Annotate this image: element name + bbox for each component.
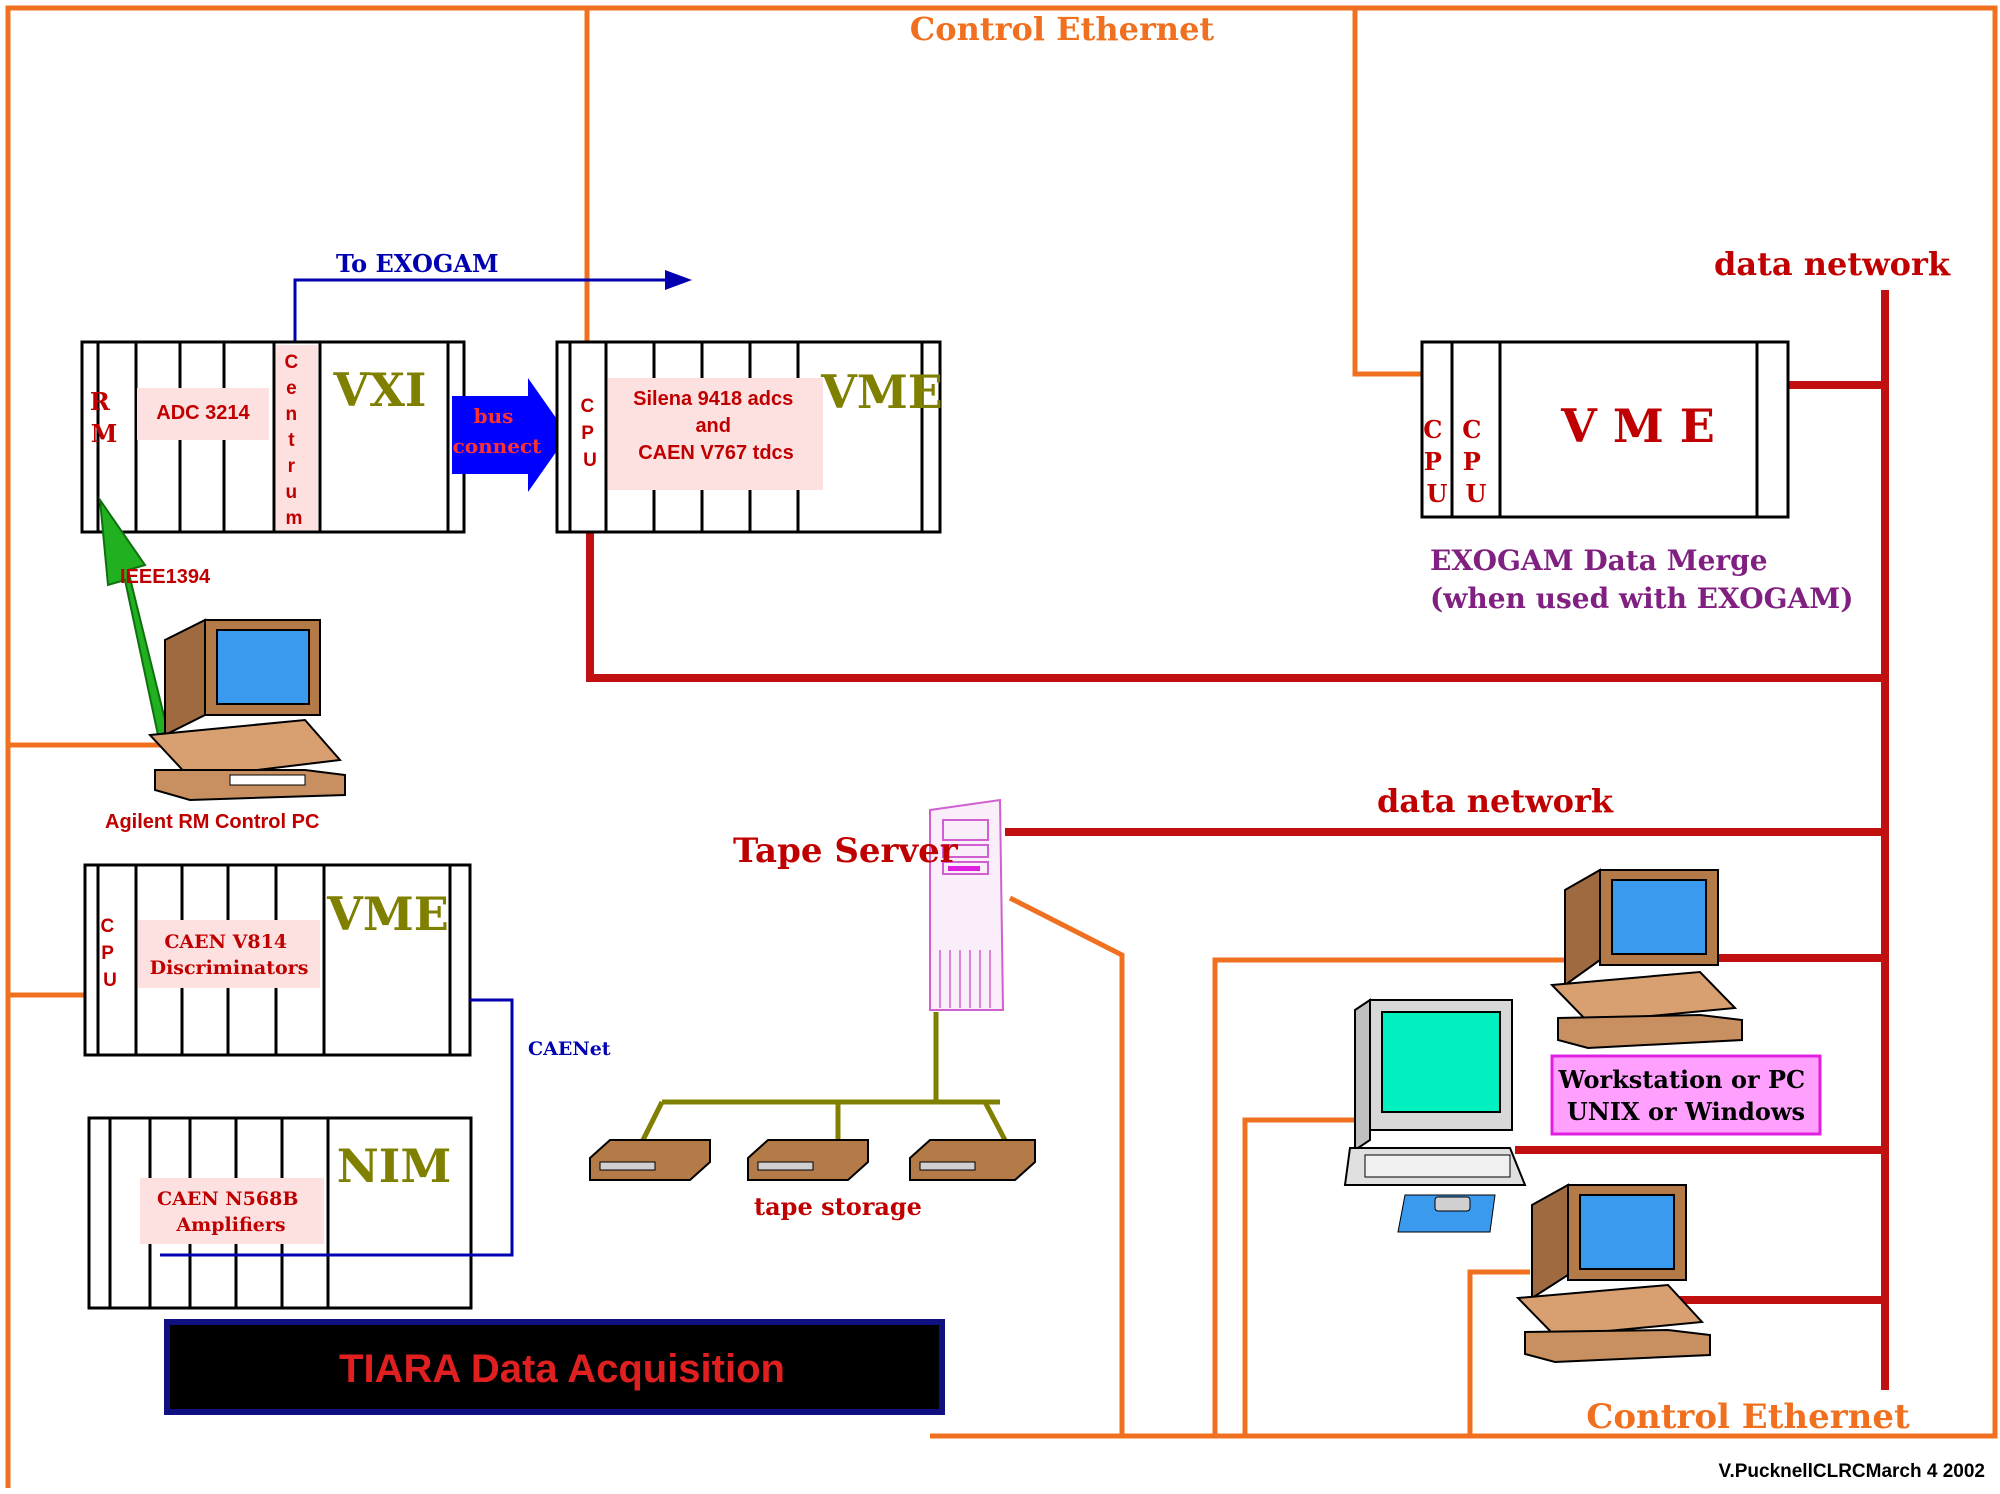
exogam-merge-label: EXOGAM Data Merge (when used with EXOGAM… <box>1430 544 1854 615</box>
workstation-label: Workstation or PC UNIX or Windows <box>1558 1065 1814 1126</box>
vme-merge-crate-name: V M E <box>1560 399 1715 453</box>
tape-storage-label: tape storage <box>754 1192 922 1221</box>
centrum-label: C e n t r u m <box>284 352 303 529</box>
connect-label: connect <box>453 434 543 458</box>
control-ethernet-lines <box>5 5 1998 1488</box>
rm-label: R M <box>90 387 118 448</box>
vme-crate-lower: CAEN V814 Discriminators C P U VME <box>83 863 472 1057</box>
workstation-2-icon <box>1343 998 1527 1233</box>
vme-top-crate-name: VME <box>820 365 943 419</box>
svg-text:bus connect: bus connect <box>453 404 543 458</box>
adc-3214-label: ADC 3214 <box>156 402 250 424</box>
vme-crate-top: Silena 9418 adcs and CAEN V767 tdcs C P … <box>555 340 943 534</box>
ieee1394-label: IEEE1394 <box>120 566 211 588</box>
agilent-pc-icon <box>147 618 346 802</box>
ieee1394-arrow: IEEE1394 <box>98 496 211 737</box>
merge-cpu1-label: C P U <box>1423 415 1450 508</box>
control-ethernet-bottom-label: Control Ethernet <box>1586 1397 1910 1437</box>
tape-drive-3-icon <box>909 1139 1036 1181</box>
tape-drive-1-icon <box>589 1139 711 1181</box>
vme-top-cpu-label: C P U <box>580 396 599 471</box>
vme-lower-crate-name: VME <box>326 887 449 941</box>
vme-merge-crate: C P U C P U V M E <box>1420 340 1790 519</box>
merge-cpu2-label: C P U <box>1462 415 1489 508</box>
title-box: TIARA Data Acquisition <box>164 1319 945 1415</box>
bus-label: bus <box>474 404 514 428</box>
caen-n568b-label: CAEN N568B Amplifiers <box>157 1188 305 1236</box>
data-network-right-label: data network <box>1714 245 1951 283</box>
nim-crate-name: NIM <box>337 1139 451 1193</box>
to-exogam-label: To EXOGAM <box>336 249 499 278</box>
caenet-label: CAENet <box>528 1038 611 1060</box>
bus-connect-arrow: bus connect <box>452 378 568 492</box>
title-text: TIARA Data Acquisition <box>339 1347 785 1391</box>
vxi-crate: ADC 3214 C e n t r u m R M VXI <box>80 340 466 534</box>
workstation-3-icon <box>1515 1183 1711 1364</box>
tape-storage-bus <box>639 1012 1008 1144</box>
tape-server-label: Tape Server <box>733 831 959 871</box>
control-ethernet-top-label: Control Ethernet <box>910 10 1215 48</box>
tape-server-icon <box>929 798 1005 1011</box>
agilent-pc-label: Agilent RM Control PC <box>105 811 319 833</box>
vme-lower-cpu-label: C P U <box>100 916 119 991</box>
data-network-mid-label: data network <box>1377 782 1614 820</box>
vxi-crate-name: VXI <box>333 363 427 417</box>
workstation-1-icon <box>1549 868 1743 1050</box>
silena-module-label: Silena 9418 adcs and CAEN V767 tdcs <box>633 388 799 464</box>
caen-v814-label: CAEN V814 Discriminators <box>150 931 309 979</box>
workstation-label-box: Workstation or PC UNIX or Windows <box>1550 1054 1822 1136</box>
caenet-line <box>160 998 514 1257</box>
nim-crate: CAEN N568B Amplifiers NIM <box>87 1116 473 1310</box>
tape-drive-2-icon <box>747 1139 869 1181</box>
to-exogam-arrow: To EXOGAM <box>293 249 692 345</box>
credit-text: V.PucknellCLRCMarch 4 2002 <box>1719 1461 1985 1482</box>
